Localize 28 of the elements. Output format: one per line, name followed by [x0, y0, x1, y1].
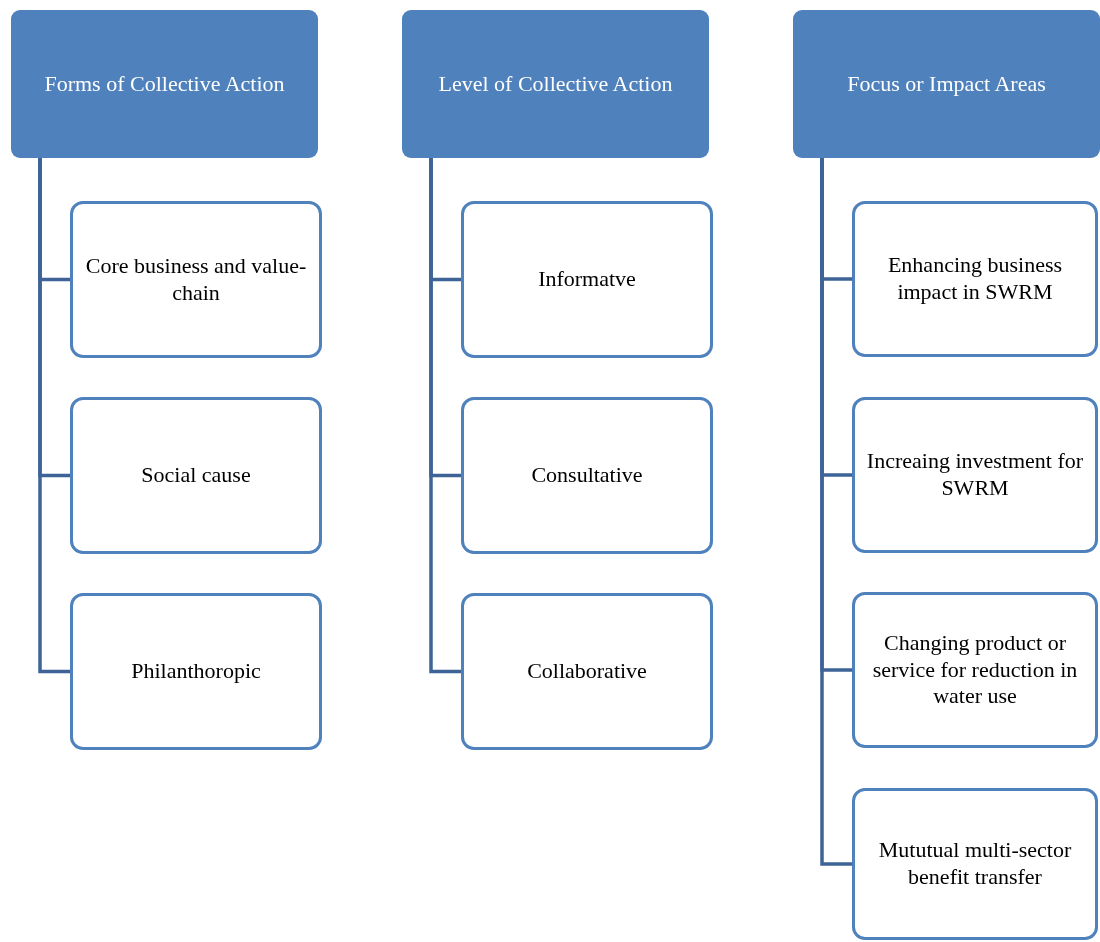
category-header	[793, 10, 1100, 158]
category-header	[402, 10, 709, 158]
item-box	[852, 201, 1098, 357]
node-label: Social cause	[141, 462, 251, 489]
connector-line	[38, 158, 70, 674]
node-label: Level of Collective Action	[438, 71, 673, 97]
item-box	[852, 397, 1098, 553]
node-label: Focus or Impact Areas	[847, 71, 1046, 97]
item-box	[70, 397, 322, 554]
connector-line	[429, 158, 461, 674]
item-box	[461, 201, 713, 358]
node-label: Philanthoropic	[131, 658, 261, 685]
node-label: Consultative	[531, 462, 643, 489]
item-box	[70, 593, 322, 750]
item-box	[461, 397, 713, 554]
item-box	[461, 593, 713, 750]
node-label: Informatve	[538, 266, 636, 293]
item-box	[70, 201, 322, 358]
item-box	[852, 592, 1098, 748]
node-label: Increaing investment for SWRM	[865, 448, 1085, 502]
node-label: Forms of Collective Action	[44, 71, 285, 97]
item-box	[852, 788, 1098, 940]
node-label: Collaborative	[527, 658, 647, 685]
category-header	[11, 10, 318, 158]
node-label: Changing product or service for reduction in water use	[871, 629, 1079, 711]
node-label: Enhancing business impact in SWRM	[886, 252, 1064, 306]
node-label: Mututual multi-sector benefit transfer	[877, 837, 1073, 891]
node-label: Core business and value-chain	[84, 252, 308, 307]
